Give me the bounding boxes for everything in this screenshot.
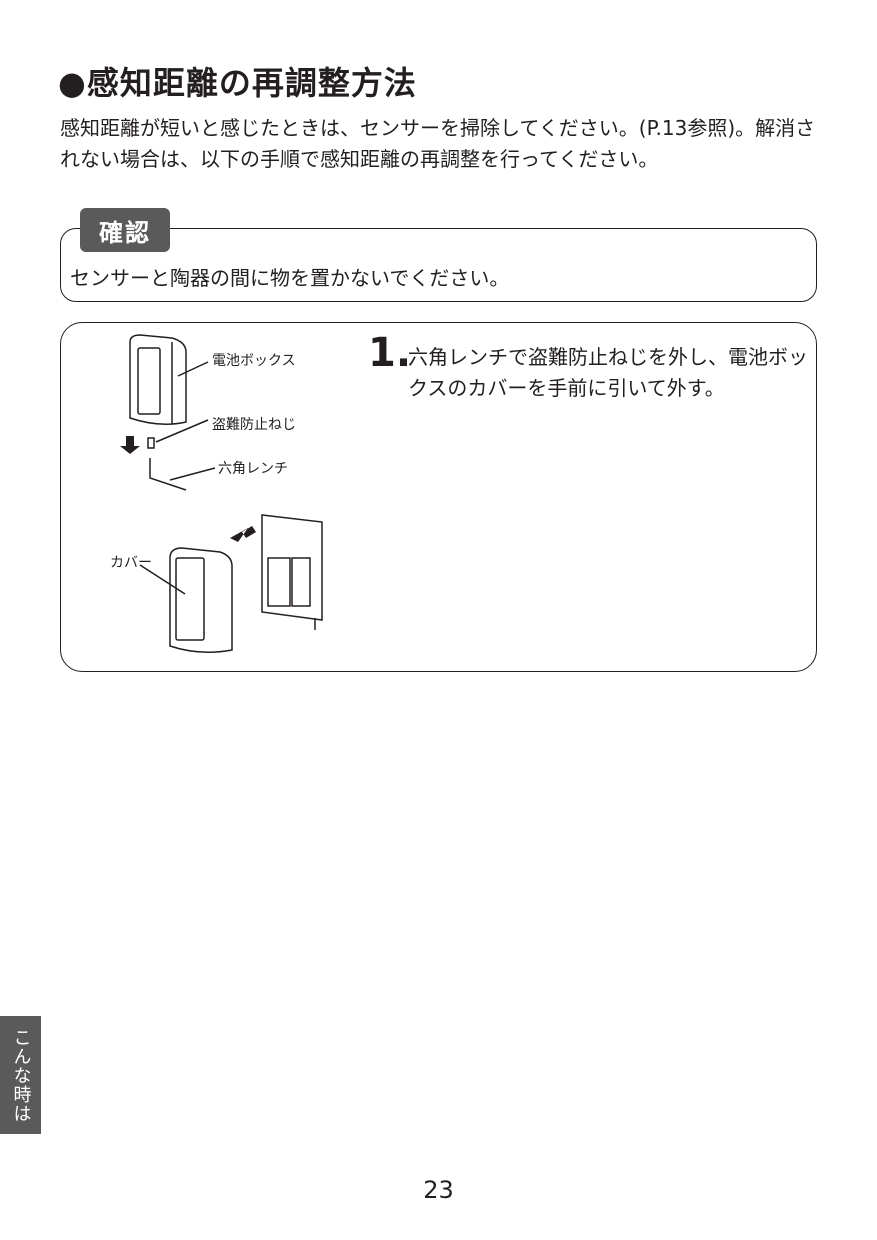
intro-paragraph: 感知距離が短いと感じたときは、センサーを掃除してください。(P.13参照)。解消… (60, 116, 816, 171)
step-number: 1. (368, 330, 412, 376)
label-wrench: 六角レンチ (218, 461, 288, 477)
side-tab: こんな時は (0, 1016, 41, 1134)
label-battery-box: 電池ボックス (212, 353, 296, 369)
label-cover: カバー (110, 555, 152, 571)
confirm-badge: 確認 (80, 208, 170, 252)
confirm-box (60, 228, 817, 302)
step-box (60, 322, 817, 672)
page-number: 23 (423, 1176, 454, 1204)
step-text: 六角レンチで盗難防止ねじを外し、電池ボックスのカバーを手前に引いて外す。 (408, 345, 808, 400)
step-figure: 電池ボックス 盗難防止ねじ 六角レンチ カバー (100, 330, 350, 670)
confirm-text: センサーと陶器の間に物を置かないでください。 (70, 266, 510, 290)
battery-box-illustration (120, 334, 323, 653)
label-screw: 盗難防止ねじ (212, 417, 296, 433)
page-title: ●感知距離の再調整方法 (58, 64, 417, 102)
